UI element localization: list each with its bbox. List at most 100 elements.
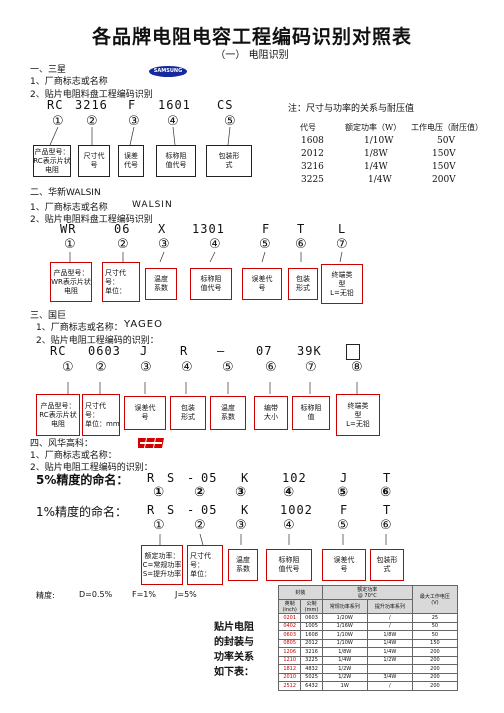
yageo-num-6: ⑥: [265, 360, 277, 375]
yageo-box-value: 标称阻 值: [292, 396, 330, 430]
note-row3-power: 1/4W: [364, 162, 388, 172]
table-cell: 200: [411, 672, 459, 682]
fenghua-1pct-num-3: ③: [235, 518, 247, 533]
note-row2-power: 1/8W: [364, 149, 388, 159]
note-row3-code: 3216: [301, 162, 324, 172]
yageo-heading: 三、国巨: [30, 311, 67, 321]
walsin-code-6: T: [297, 222, 306, 236]
yageo-num-3: ③: [140, 360, 152, 375]
yageo-box-tolerance: 误差代 号: [124, 396, 166, 430]
walsin-num-1: ①: [64, 237, 76, 252]
fenghua-1pct-num-2: ②: [194, 518, 206, 533]
samsung-code-2: 3216: [75, 98, 108, 112]
table-cell: /: [366, 613, 413, 623]
fenghua-5pct-code-4: 05: [201, 471, 218, 485]
samsung-box-product: 产品型号： RC表示片状 电阻: [33, 145, 71, 177]
fenghua-1pct-num-6: ⑥: [380, 518, 392, 533]
yageo-code-5: —: [217, 344, 226, 358]
fenghua-box-package: 包装形 式: [370, 549, 404, 581]
table-cell: 0402: [277, 621, 302, 631]
samsung-box-package: 包装形 式: [206, 145, 252, 177]
walsin-heading: 二、华新WALSIN: [30, 188, 101, 198]
table-cell: 3/4W: [366, 672, 413, 682]
walsin-box-product: 产品型号： WR表示片状 电阻: [50, 262, 92, 302]
note-row1-code: 1608: [301, 136, 324, 146]
yageo-box-product: 产品型号： RC表示片状 电阻: [36, 394, 80, 436]
table-cell: [366, 664, 413, 674]
walsin-box-package: 包装 形式: [288, 268, 318, 300]
yageo-code-8-box: [346, 344, 360, 360]
walsin-code-2: 06: [114, 222, 131, 236]
note-row1-voltage: 50V: [437, 136, 455, 146]
samsung-line1: 1、厂商标志或名称: [30, 77, 108, 87]
fenghua-heading: 四、风华高科：: [30, 439, 94, 449]
table-cell: 1/8W: [321, 647, 368, 657]
yageo-num-8: ⑧: [351, 360, 363, 375]
table-cell: 0201: [277, 613, 302, 623]
fenghua-5pct-code-5: K: [241, 471, 250, 485]
yageo-box-package: 包装 形式: [170, 396, 206, 430]
side-text-3: 功率关系: [214, 652, 254, 663]
note-row4-power: 1/4W: [368, 175, 392, 185]
fenghua-line1: 1、厂商标志或名称：: [30, 451, 117, 461]
table-cell: 1/4W: [366, 647, 413, 657]
th-mm: 公制 (mm): [300, 599, 323, 614]
table-cell: /: [366, 681, 413, 691]
fenghua-line2: 2、贴片电阻工程编码的识别：: [30, 463, 153, 473]
th-inch: 英制 (inch): [277, 599, 302, 614]
walsin-code-7: L: [338, 222, 347, 236]
table-cell: 1/20W: [321, 613, 368, 623]
yageo-num-4: ④: [181, 360, 193, 375]
fenghua-5pct-num-6: ⑥: [380, 485, 392, 500]
walsin-num-2: ②: [117, 237, 129, 252]
yageo-box-reel: 编带 大小: [254, 396, 288, 430]
samsung-box-value: 标称阻 值代号: [156, 145, 196, 177]
yageo-code-7: 39K: [297, 344, 322, 358]
note-row2-voltage: 150V: [432, 149, 456, 159]
table-cell: 1/2W: [321, 664, 368, 674]
samsung-heading: 一、三星: [30, 65, 67, 75]
fenghua-5pct-code-2: S: [167, 471, 176, 485]
walsin-line2: 2、贴片电阻料盘工程编码识别: [30, 215, 153, 225]
fenghua-5pct-code-1: R: [147, 471, 156, 485]
samsung-box-tolerance: 误差 代号: [118, 145, 144, 177]
samsung-box-size: 尺寸代 号: [78, 145, 110, 177]
side-text-4: 如下表：: [214, 667, 254, 678]
yageo-line1: 1、厂商标志或名称：: [36, 323, 123, 333]
table-cell: 2512: [277, 681, 302, 691]
table-cell: 200: [411, 647, 459, 657]
table-cell: 50: [411, 630, 459, 640]
table-cell: 1W: [321, 681, 368, 691]
fenghua-5pct-num-4: ④: [283, 485, 295, 500]
note-row2-code: 2012: [301, 149, 324, 159]
table-cell: 200: [411, 655, 459, 665]
table-cell: 1608: [300, 630, 323, 640]
note-header-power: 额定功率（W）: [345, 123, 402, 132]
fenghua-1pct-code-5: K: [241, 503, 250, 517]
th-package: 封装: [278, 585, 323, 600]
yageo-name: YAGEO: [124, 319, 163, 330]
table-cell: 1210: [277, 655, 302, 665]
samsung-code-3: F: [128, 98, 137, 112]
yageo-box-terminal: 终端类 型 L=无铅: [336, 394, 380, 436]
walsin-box-terminal: 终端类 型 L=无铅: [321, 264, 363, 304]
precision-f: F=1%: [132, 590, 156, 599]
fenghua-5pct-num-5: ⑤: [337, 485, 349, 500]
table-cell: 1/10W: [321, 630, 368, 640]
table-cell: 200: [411, 681, 459, 691]
walsin-box-tolerance: 误差代 号: [242, 268, 282, 300]
table-cell: 0603: [300, 613, 323, 623]
table-cell: 3225: [300, 655, 323, 665]
fenghua-box-size: 尺寸代 号： 单位：: [187, 545, 223, 585]
table-cell: 50: [411, 621, 459, 631]
note-row3-voltage: 150V: [432, 162, 456, 172]
walsin-code-4: 1301: [192, 222, 225, 236]
fenghua-1pct-code-2: S: [167, 503, 176, 517]
fenghua-5pct-code-3: -: [187, 471, 196, 485]
